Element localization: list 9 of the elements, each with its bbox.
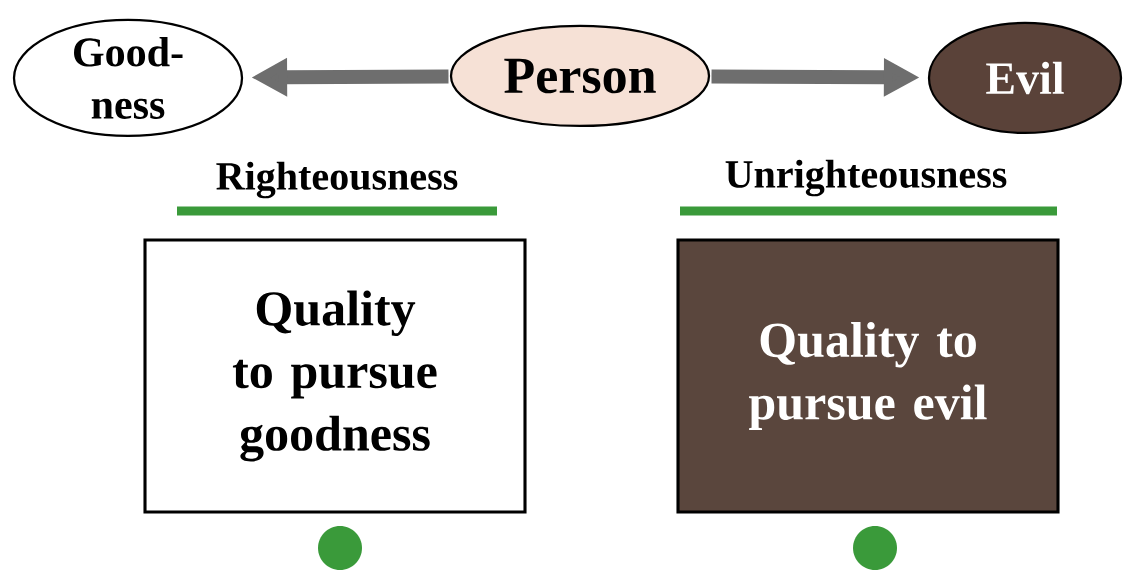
- text-box: Quality to pursue goodness: [143, 238, 527, 514]
- dot: [853, 526, 897, 570]
- ellipse-node: Good- ness: [12, 18, 244, 138]
- heading: Righteousness: [216, 161, 458, 199]
- ellipse-node: Person: [449, 24, 711, 128]
- ellipse-node: Evil: [927, 21, 1123, 135]
- heading: Unrighteousness: [725, 159, 1007, 197]
- text-box: Quality to pursue evil: [676, 238, 1060, 514]
- dot: [318, 526, 362, 570]
